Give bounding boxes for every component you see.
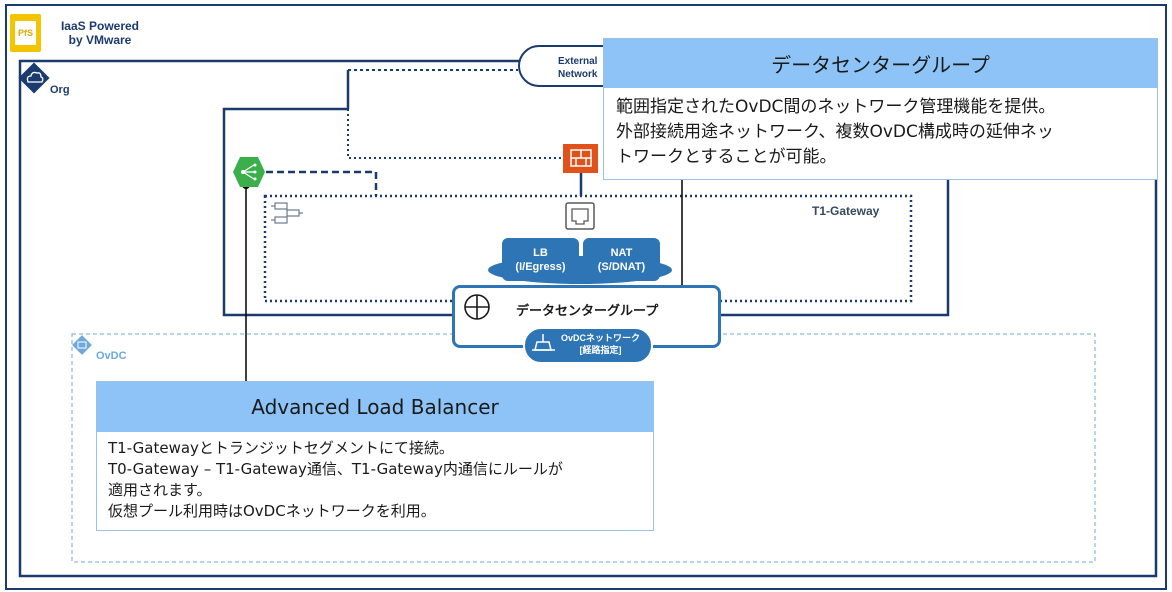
brand-title-line1: IaaS Powered (60, 19, 140, 33)
callout-dcg-body: 範囲指定されたOvDC間のネットワーク管理機能を提供。 外部接続用途ネットワーク… (616, 95, 1149, 170)
ovdc-network-line1: OvDCネットワーク (561, 333, 641, 343)
brand-title-line2: by VMware (68, 33, 132, 47)
callout-alb-line1: T1-Gatewayとトランジットセグメントにて接続。 (108, 439, 454, 457)
globe-icon (464, 294, 490, 320)
org-label: Org (50, 84, 70, 96)
ext-link-dotted (347, 109, 563, 159)
callout-alb-line3: 適用されます。 (108, 481, 212, 499)
firewall-icon (563, 144, 598, 173)
callout-advanced-load-balancer: Advanced Load Balancer T1-Gatewayとトランジット… (96, 381, 654, 531)
network-icon (532, 334, 555, 351)
lb-service: LB (I/Egress) (502, 238, 579, 281)
callout-dcg-line3: トワークとすることが可能。 (616, 147, 837, 167)
pfs-logo: PfS (10, 14, 41, 52)
callout-alb-title: Advanced Load Balancer (97, 382, 653, 432)
cloud-icon (18, 62, 50, 94)
callout-dcg-line2: 外部接続用途ネットワーク、複数OvDC構成時の延伸ネッ (616, 122, 1054, 142)
external-network-label: External Network (558, 55, 597, 81)
lb-service-line2: (I/Egress) (515, 260, 566, 273)
external-network-line2: Network (558, 69, 598, 80)
ovdc-label: OvDC (96, 350, 127, 362)
nat-service: NAT (S/DNAT) (583, 238, 660, 281)
lb-service-line1: LB (533, 246, 548, 259)
callout-dcg-line1: 範囲指定されたOvDC間のネットワーク管理機能を提供。 (616, 97, 1056, 117)
outer-frame (5, 4, 1167, 590)
nat-service-line1: NAT (610, 246, 633, 259)
switch-icon (271, 202, 303, 224)
callout-alb-body: T1-Gatewayとトランジットセグメントにて接続。 T0-Gateway –… (108, 438, 645, 522)
alb-link (266, 170, 378, 196)
brand-title: IaaS Powered by VMware (50, 19, 150, 47)
callout-alb-line4: 仮想プール利用時はOvDCネットワークを利用。 (108, 502, 436, 520)
ovdc-network-label: OvDCネットワーク [経路指定] (561, 332, 640, 356)
callout-data-center-group: データセンターグループ 範囲指定されたOvDC間のネットワーク管理機能を提供。 … (603, 38, 1158, 180)
alb-icon (233, 157, 265, 187)
ovdc-network-line2: [経路指定] (579, 345, 622, 355)
ovdc-icon (72, 335, 92, 355)
ethernet-port-icon (565, 202, 595, 230)
dcg-outline-right (721, 180, 950, 317)
callout-alb-line2: T0-Gateway – T1-Gateway通信、T1-Gateway内通信に… (108, 460, 563, 478)
nat-service-line2: (S/DNAT) (597, 260, 646, 273)
data-center-group-label: データセンターグループ (516, 303, 659, 318)
external-network-line1: External (558, 56, 598, 67)
dcg-outline-left (222, 107, 452, 317)
t1-gateway-label: T1-Gateway (812, 204, 880, 218)
pfs-logo-text: PfS (15, 21, 36, 45)
callout-dcg-title: データセンターグループ (604, 39, 1157, 88)
